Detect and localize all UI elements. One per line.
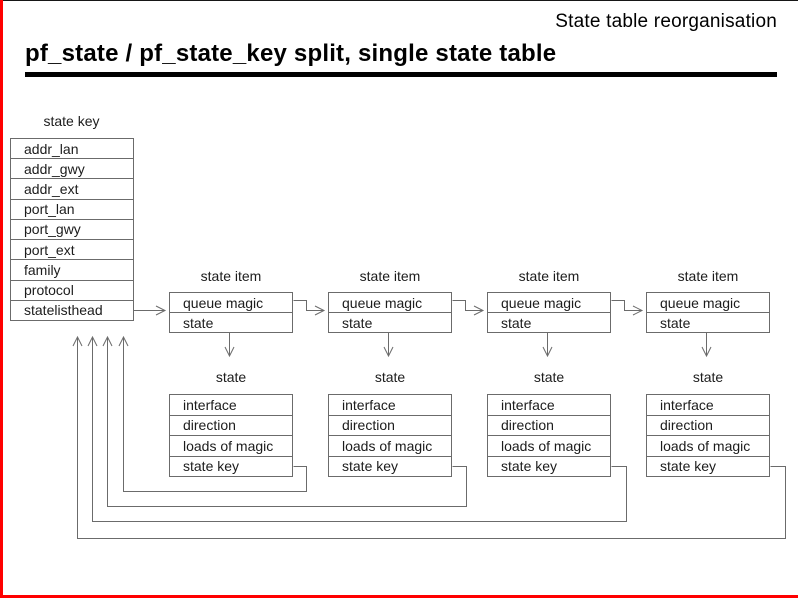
state-key-row: protocol bbox=[11, 279, 133, 300]
state-key-table: addr_lan addr_gwy addr_ext port_lan port… bbox=[10, 138, 134, 321]
state-box: interface direction loads of magic state… bbox=[646, 394, 770, 477]
state-label: state bbox=[374, 369, 406, 385]
state-key-row: port_gwy bbox=[11, 218, 133, 239]
state-key-row: addr_ext bbox=[11, 178, 133, 198]
connector-item2-to-item3 bbox=[452, 300, 485, 316]
state-key-row: port_lan bbox=[11, 198, 133, 219]
state-box: interface direction loads of magic state… bbox=[487, 394, 611, 477]
state-item-row: state bbox=[329, 312, 451, 332]
state-item-box: queue magic state bbox=[328, 292, 452, 333]
state-label: state bbox=[533, 369, 565, 385]
state-row: loads of magic bbox=[170, 435, 292, 456]
state-key-row: addr_gwy bbox=[11, 158, 133, 178]
state-row: interface bbox=[501, 396, 555, 413]
page-title: pf_state / pf_state_key split, single st… bbox=[25, 40, 557, 67]
frame-bottom-accent bbox=[0, 595, 798, 598]
state-row: direction bbox=[170, 414, 292, 436]
state-key-row: statelisthead bbox=[11, 299, 133, 320]
frame-top-line bbox=[3, 0, 798, 1]
state-row: state key bbox=[647, 455, 769, 477]
state-item-box: queue magic state bbox=[487, 292, 611, 333]
state-item-row: queue magic bbox=[183, 294, 264, 311]
state-row: state key bbox=[488, 455, 610, 477]
state-row: direction bbox=[329, 414, 451, 436]
state-key-row: addr_lan bbox=[24, 140, 79, 157]
state-box: interface direction loads of magic state… bbox=[169, 394, 293, 477]
state-key-table-label: state key bbox=[43, 113, 100, 129]
connector-item1-to-item2 bbox=[293, 300, 326, 316]
state-row: direction bbox=[488, 414, 610, 436]
state-row: interface bbox=[342, 396, 396, 413]
state-item-row: state bbox=[170, 312, 292, 332]
state-item-row: queue magic bbox=[660, 294, 741, 311]
frame-left-accent bbox=[0, 0, 3, 598]
state-item-box: queue magic state bbox=[646, 292, 770, 333]
state-label: state bbox=[692, 369, 724, 385]
state-item-label: state item bbox=[200, 268, 262, 284]
state-key-row: port_ext bbox=[11, 239, 133, 259]
state-row: state key bbox=[329, 455, 451, 477]
state-box: interface direction loads of magic state… bbox=[328, 394, 452, 477]
state-label: state bbox=[215, 369, 247, 385]
state-row: state key bbox=[170, 455, 292, 477]
state-item-row: state bbox=[647, 312, 769, 332]
state-row: loads of magic bbox=[488, 435, 610, 456]
slide-series-title: State table reorganisation bbox=[555, 11, 777, 32]
heading-underline bbox=[25, 72, 777, 77]
state-row: loads of magic bbox=[647, 435, 769, 456]
state-row: loads of magic bbox=[329, 435, 451, 456]
state-item-label: state item bbox=[359, 268, 421, 284]
state-key-row: family bbox=[11, 259, 133, 279]
state-item-box: queue magic state bbox=[169, 292, 293, 333]
state-row: direction bbox=[647, 414, 769, 436]
state-item-label: state item bbox=[677, 268, 739, 284]
state-item-row: state bbox=[488, 312, 610, 332]
connector-item3-to-item4 bbox=[611, 300, 644, 316]
state-row: interface bbox=[183, 396, 237, 413]
state-item-label: state item bbox=[518, 268, 580, 284]
state-row: interface bbox=[660, 396, 714, 413]
state-item-row: queue magic bbox=[342, 294, 423, 311]
state-item-row: queue magic bbox=[501, 294, 582, 311]
